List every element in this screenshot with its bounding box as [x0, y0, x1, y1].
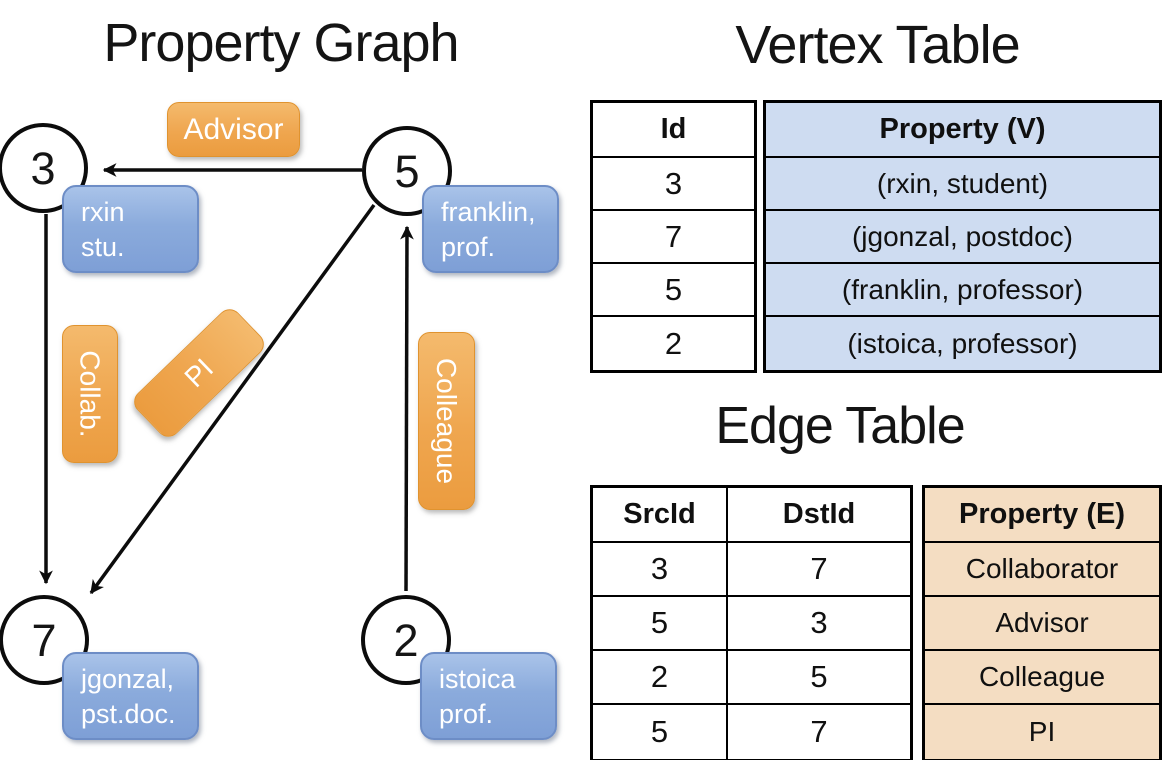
edge-table-srcid-cell: 3	[593, 543, 728, 597]
vertex-card-rxin-role: stu.	[81, 232, 125, 263]
edge-colleague-2-to-5	[400, 225, 414, 592]
vertex-card-franklin-role: prof.	[441, 232, 496, 263]
vertex-table-id-header: Id	[593, 103, 754, 158]
edge-label-colleague: Colleague	[418, 332, 475, 510]
edge-table-property-cell: Advisor	[925, 597, 1159, 651]
vertex-card-istoica: istoica prof.	[420, 652, 557, 740]
edge-table-dstid-header: DstId	[728, 488, 910, 543]
vertex-card-istoica-name: istoica	[439, 664, 516, 694]
vertex-table-property-cell: (istoica, professor)	[847, 327, 1078, 359]
vertex-table-title: Vertex Table	[735, 15, 1020, 75]
edge-label-collab-text: Collab.	[75, 350, 107, 438]
edge-table-srcid-cell: 5	[593, 597, 728, 651]
vertex-table-property-cell: (jgonzal, postdoc)	[766, 211, 1159, 264]
vertex-table-property-cell: (franklin, professor)	[766, 264, 1159, 317]
edge-table-srcid-header: SrcId	[593, 488, 728, 543]
edge-table-dstid-cell: 7	[810, 714, 828, 749]
property-graph-title: Property Graph	[103, 13, 459, 73]
vertex-node-2-id: 2	[393, 614, 419, 666]
edge-table-srcid-cell: 5	[593, 705, 728, 759]
vertex-node-3: 3	[0, 123, 88, 213]
vertex-card-istoica-role: prof.	[439, 699, 494, 730]
vertex-card-rxin-name: rxin	[81, 197, 125, 227]
vertex-table-id-cell: 7	[593, 211, 754, 264]
vertex-table-id-column: Id 3 7 5 2	[590, 100, 757, 373]
vertex-table-property-column: Property (V) (rxin, student) (jgonzal, p…	[763, 100, 1162, 373]
vertex-node-7-id: 7	[31, 614, 57, 666]
vertex-card-franklin: franklin, prof.	[422, 185, 559, 273]
vertex-table-id-cell: 5	[593, 264, 754, 317]
vertex-node-5: 5	[362, 126, 452, 216]
edge-table-property-cell: Colleague	[925, 651, 1159, 705]
vertex-table-property-cell: (rxin, student)	[766, 158, 1159, 211]
vertex-node-5-id: 5	[394, 145, 420, 197]
edge-table-dstid-cell: 7	[728, 543, 910, 597]
edge-label-pi-text: PI	[178, 352, 219, 393]
vertex-node-3-id: 3	[30, 142, 56, 194]
vertex-card-jgonzal-role: pst.doc.	[81, 699, 176, 730]
vertex-card-rxin: rxin stu.	[62, 185, 199, 273]
edge-table-id-columns: SrcId DstId 3 7 5 3 2 5 5 7	[590, 485, 913, 760]
vertex-card-jgonzal-name: jgonzal,	[81, 664, 175, 694]
edge-label-advisor: Advisor	[167, 102, 300, 157]
vertex-table-property-header: Property (V)	[766, 103, 1159, 158]
edge-table-srcid-cell: 2	[593, 651, 728, 705]
vertex-card-franklin-name: franklin,	[441, 197, 536, 227]
vertex-card-jgonzal: jgonzal, pst.doc.	[62, 652, 199, 740]
edge-table-property-cell: PI	[1028, 716, 1056, 747]
edge-label-advisor-text: Advisor	[183, 112, 284, 146]
edge-table-dstid-cell: 3	[728, 597, 910, 651]
vertex-table-id-cell: 2	[664, 325, 683, 361]
edge-pi-5-to-7	[89, 203, 376, 595]
edge-table-title: Edge Table	[715, 397, 965, 455]
vertex-table-id-cell: 3	[593, 158, 754, 211]
edge-label-colleague-text: Colleague	[431, 357, 463, 485]
edge-table-property-header: Property (E)	[925, 488, 1159, 543]
edge-label-collab: Collab.	[62, 325, 118, 463]
edge-table-property-column: Property (E) Collaborator Advisor Collea…	[922, 485, 1162, 760]
edge-table-property-cell: Collaborator	[925, 543, 1159, 597]
edge-table-dstid-cell: 5	[728, 651, 910, 705]
